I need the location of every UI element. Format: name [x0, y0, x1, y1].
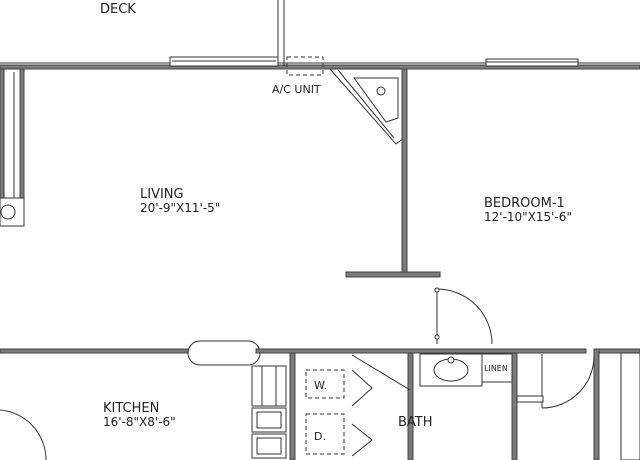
- right-door-swing: [516, 354, 595, 409]
- kitchen-name: KITCHEN: [103, 401, 159, 416]
- bedroom-partition: [345, 68, 441, 278]
- ac-unit-label: A/C UNIT: [272, 83, 321, 96]
- bath-vanity: [419, 353, 513, 387]
- lower-partitions: [289, 348, 640, 460]
- bedroom-name: BEDROOM-1: [484, 196, 565, 211]
- kitchen-curve: [0, 409, 47, 460]
- kitchen-wall: [0, 340, 640, 366]
- bedroom-door-swing: [434, 287, 493, 345]
- washer-dryer: [305, 354, 411, 457]
- bedroom-dims: 12'-10"X15'-6": [484, 210, 572, 224]
- kitchen-dims: 16'-8"X8'-6": [103, 415, 176, 429]
- left-wall: [0, 68, 25, 227]
- deck-sliding-door: [169, 0, 285, 67]
- kitchen-cabinets: [251, 365, 287, 459]
- dryer-label: D.: [314, 430, 326, 443]
- living-name: LIVING: [140, 187, 184, 202]
- living-dims: 20'-9"X11'-5": [140, 201, 220, 215]
- window-top-right: [485, 58, 579, 67]
- linen-label: LINEN: [484, 364, 508, 373]
- corner-closet: [328, 68, 405, 145]
- washer-label: W.: [314, 379, 327, 392]
- bath-label: BATH: [398, 415, 433, 430]
- ac-unit-symbol: [286, 56, 324, 76]
- deck-label: DECK: [100, 2, 136, 17]
